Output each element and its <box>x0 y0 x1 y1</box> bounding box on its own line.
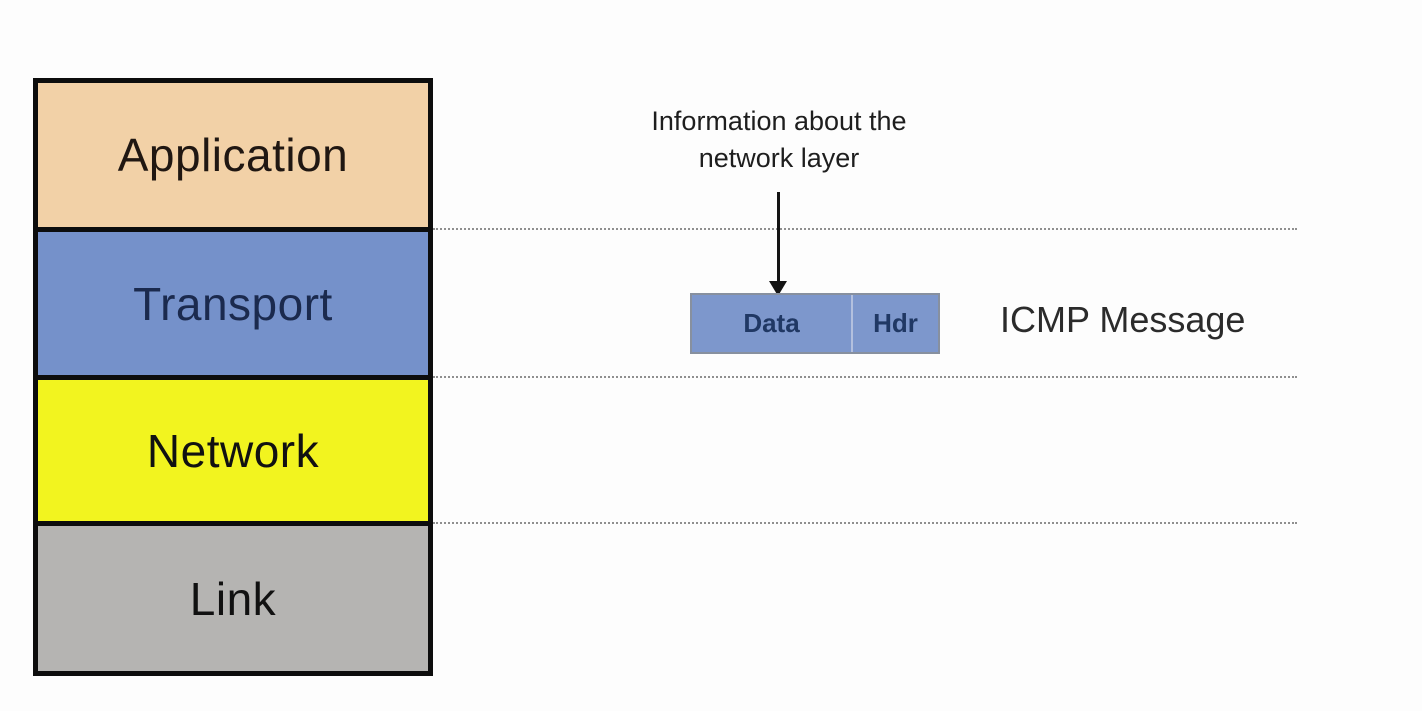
arrow-down-head-icon <box>769 281 787 296</box>
message-box-hdr-label: Hdr <box>873 308 918 338</box>
annotation-line-1: Information about the <box>651 106 907 136</box>
message-box-hdr-cell: Hdr <box>853 295 938 352</box>
message-box-divider <box>851 295 853 352</box>
layer-transport: Transport <box>38 227 428 375</box>
message-box-data-label: Data <box>743 308 800 338</box>
layer-link: Link <box>38 521 428 671</box>
layer-application: Application <box>38 83 428 227</box>
layer-network: Network <box>38 375 428 521</box>
boundary-dotted-line-transport-network <box>433 376 1297 378</box>
boundary-dotted-line-application-transport <box>433 228 1297 230</box>
boundary-dotted-line-network-link <box>433 522 1297 524</box>
annotation-text: Information about the network layer <box>604 103 954 177</box>
protocol-stack: Application Transport Network Link <box>33 78 433 676</box>
layer-application-label: Application <box>117 129 349 181</box>
layer-link-label: Link <box>189 572 277 625</box>
layer-network-label: Network <box>146 424 320 477</box>
annotation-line-2: network layer <box>698 143 860 173</box>
arrow-down-line-icon <box>777 192 780 284</box>
message-box-data-cell: Data <box>692 295 851 352</box>
layer-transport-label: Transport <box>133 277 333 330</box>
icmp-message-box: Data Hdr <box>690 293 940 354</box>
icmp-message-label: ICMP Message <box>1000 299 1246 340</box>
